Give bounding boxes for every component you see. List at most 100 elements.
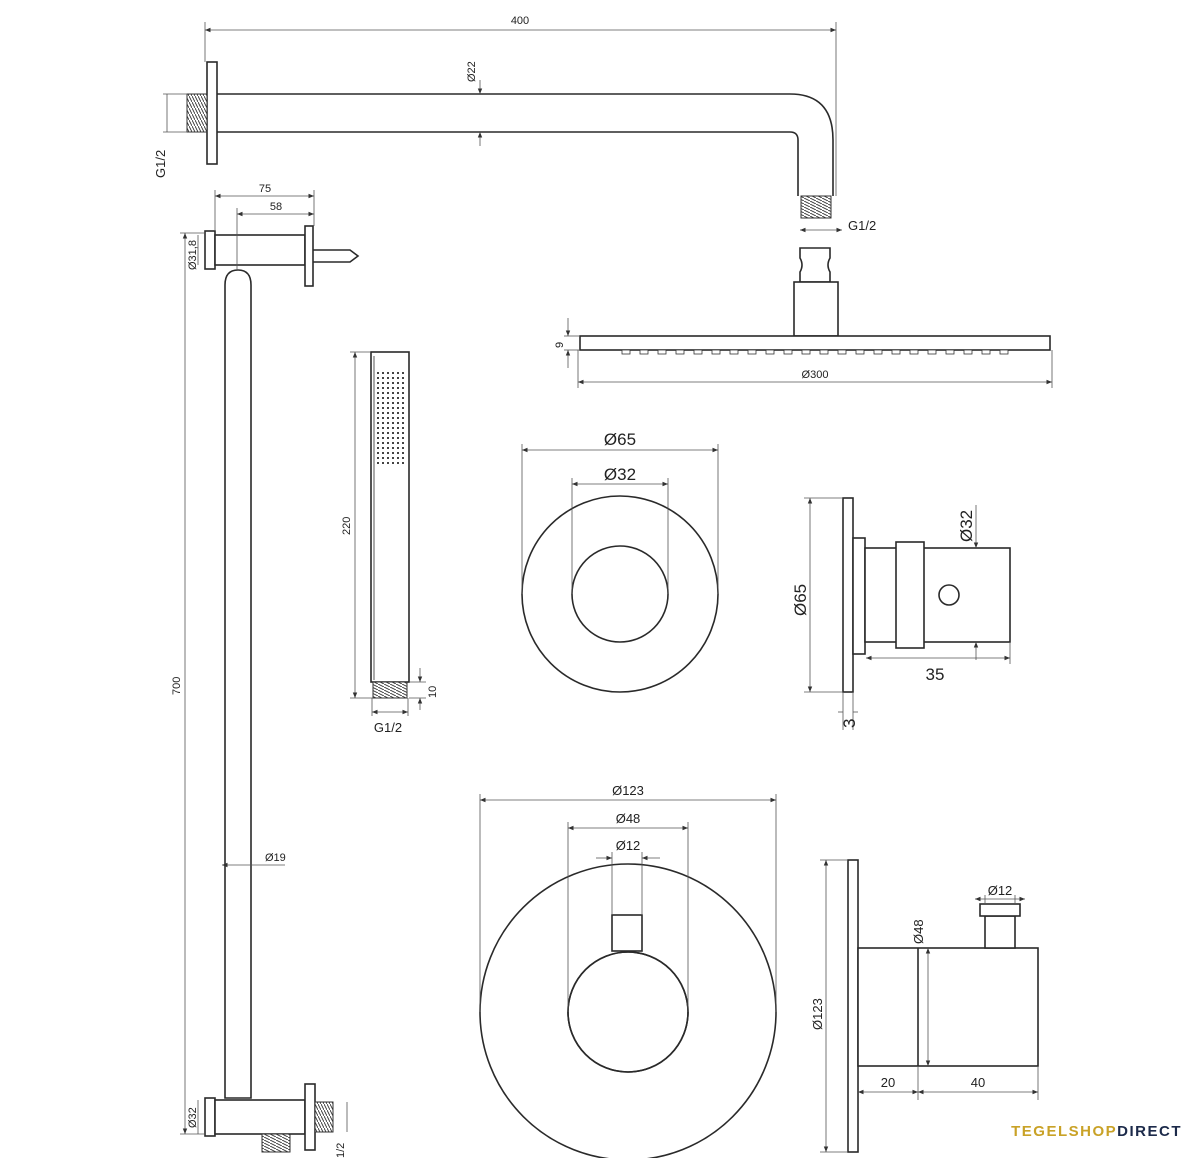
- valve-plate-label: 3: [840, 719, 859, 728]
- spray-hole: [392, 462, 394, 464]
- thermo-inner-label: Ø12: [616, 838, 641, 853]
- spray-hole: [392, 432, 394, 434]
- spray-hole: [382, 447, 384, 449]
- rosette-outer-label: Ø65: [604, 430, 636, 449]
- rail-top-diameter-label: Ø31,8: [187, 240, 199, 270]
- spray-hole: [397, 377, 399, 379]
- spray-hole: [402, 437, 404, 439]
- spray-hole: [392, 427, 394, 429]
- thermostat-side: Ø123 Ø48 Ø12 20 40: [810, 859, 1039, 1153]
- spray-hole: [382, 372, 384, 374]
- thermo-depth-40-label: 40: [971, 1075, 985, 1090]
- spray-hole: [397, 457, 399, 459]
- shower-arm: 400 Ø22 G1/2 G1/2: [153, 15, 876, 233]
- spray-hole: [392, 402, 394, 404]
- spray-hole: [392, 442, 394, 444]
- spray-hole: [397, 387, 399, 389]
- hand-shower-holes: [377, 372, 404, 464]
- hand-shower: 220 10 G1/2: [341, 351, 439, 735]
- spray-hole: [387, 462, 389, 464]
- spray-hole: [397, 452, 399, 454]
- spray-hole: [377, 427, 379, 429]
- spray-hole: [382, 402, 384, 404]
- valve-side-outer-label: Ø65: [791, 584, 810, 616]
- spray-hole: [377, 412, 379, 414]
- spray-hole: [392, 372, 394, 374]
- arm-thread-label: G1/2: [153, 150, 168, 178]
- thermo-depth-20-label: 20: [881, 1075, 895, 1090]
- spray-hole: [397, 427, 399, 429]
- spray-hole: [382, 397, 384, 399]
- bracket-58-label: 58: [270, 201, 282, 213]
- spray-hole: [382, 452, 384, 454]
- brand-logo-part1: TEGELSHOP: [1011, 1123, 1118, 1140]
- spray-hole: [387, 422, 389, 424]
- spray-hole: [382, 382, 384, 384]
- spray-hole: [377, 372, 379, 374]
- spray-hole: [377, 382, 379, 384]
- spray-hole: [402, 382, 404, 384]
- arm-length-label: 400: [511, 15, 529, 27]
- spray-hole: [402, 442, 404, 444]
- spray-hole: [382, 387, 384, 389]
- spray-hole: [387, 372, 389, 374]
- spray-hole: [397, 402, 399, 404]
- spray-hole: [387, 442, 389, 444]
- spray-hole: [377, 397, 379, 399]
- rail-length-label: 700: [171, 677, 183, 695]
- spray-hole: [402, 462, 404, 464]
- head-thread-label: G1/2: [848, 218, 876, 233]
- spray-hole: [387, 452, 389, 454]
- spray-hole: [402, 397, 404, 399]
- spray-hole: [387, 427, 389, 429]
- spray-hole: [387, 387, 389, 389]
- spray-hole: [397, 432, 399, 434]
- spray-hole: [397, 447, 399, 449]
- spray-hole: [377, 432, 379, 434]
- spray-hole: [392, 422, 394, 424]
- spray-hole: [377, 417, 379, 419]
- arm-diameter-label: Ø22: [466, 61, 478, 82]
- spray-hole: [382, 457, 384, 459]
- spray-hole: [387, 377, 389, 379]
- head-nozzles: [621, 349, 1009, 355]
- spray-hole: [382, 462, 384, 464]
- hand-thread-label: G1/2: [374, 720, 402, 735]
- thermo-side-outer-label: Ø123: [810, 998, 825, 1030]
- spray-hole: [382, 392, 384, 394]
- spray-hole: [402, 422, 404, 424]
- spray-hole: [387, 417, 389, 419]
- spray-hole: [382, 432, 384, 434]
- spray-hole: [387, 447, 389, 449]
- spray-hole: [377, 447, 379, 449]
- spray-hole: [392, 437, 394, 439]
- spray-hole: [392, 397, 394, 399]
- spray-hole: [402, 447, 404, 449]
- spray-hole: [377, 442, 379, 444]
- spray-hole: [392, 452, 394, 454]
- spray-hole: [392, 387, 394, 389]
- spray-hole: [402, 387, 404, 389]
- hand-length-label: 220: [341, 517, 353, 535]
- spray-hole: [397, 392, 399, 394]
- hand-thread-len-label: 10: [427, 686, 439, 698]
- rosette-front: Ø65 Ø32: [521, 430, 719, 693]
- spray-hole: [392, 407, 394, 409]
- spray-hole: [382, 442, 384, 444]
- spray-hole: [377, 462, 379, 464]
- spray-hole: [392, 392, 394, 394]
- spray-hole: [377, 422, 379, 424]
- spray-hole: [402, 457, 404, 459]
- spray-hole: [397, 397, 399, 399]
- spray-hole: [377, 387, 379, 389]
- spray-hole: [387, 457, 389, 459]
- spray-hole: [402, 432, 404, 434]
- spray-hole: [402, 402, 404, 404]
- spray-hole: [392, 447, 394, 449]
- spray-hole: [402, 377, 404, 379]
- spray-hole: [402, 372, 404, 374]
- spray-hole: [402, 392, 404, 394]
- spray-hole: [387, 382, 389, 384]
- spray-hole: [387, 407, 389, 409]
